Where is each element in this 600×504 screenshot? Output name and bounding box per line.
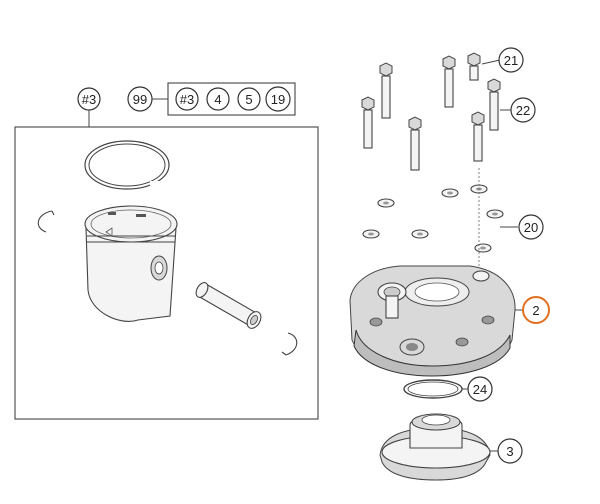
bolt-6[interactable]	[408, 116, 422, 171]
callout-24[interactable]: 24	[467, 376, 493, 402]
svg-text:4: 4	[214, 92, 221, 107]
piston-kit-frame	[14, 110, 319, 420]
kit-callout[interactable]: #3	[77, 87, 101, 111]
bolt-2[interactable]	[442, 55, 456, 108]
kit-group-callout[interactable]: 99	[127, 82, 296, 116]
callout-20[interactable]: 20	[518, 214, 544, 240]
kit-group-item-4[interactable]: 4	[206, 87, 230, 111]
svg-text:99: 99	[133, 92, 147, 107]
svg-text:24: 24	[473, 382, 487, 397]
bolt-4[interactable]	[487, 78, 501, 131]
piston-pin[interactable]	[194, 281, 264, 331]
bolt-3[interactable]	[467, 52, 481, 81]
o-ring[interactable]	[403, 379, 463, 399]
svg-text:20: 20	[524, 220, 538, 235]
washers[interactable]	[362, 168, 504, 270]
kit-group-item-5[interactable]: 5	[237, 87, 261, 111]
svg-text:22: 22	[516, 103, 530, 118]
svg-text:3: 3	[506, 444, 513, 459]
svg-text:21: 21	[504, 53, 518, 68]
circlip-right[interactable]	[281, 332, 298, 356]
callout-3[interactable]: 3	[497, 438, 523, 464]
piston[interactable]	[84, 205, 178, 322]
bolt-5[interactable]	[361, 96, 375, 149]
svg-text:#3: #3	[82, 92, 96, 107]
bolt-1[interactable]	[379, 62, 393, 119]
kit-group-item-19[interactable]: 19	[265, 86, 291, 112]
svg-text:2: 2	[532, 303, 539, 318]
callout-22[interactable]: 22	[510, 97, 536, 123]
callout-2[interactable]: 2	[522, 296, 550, 324]
bolt-7[interactable]	[471, 111, 485, 162]
circlip-left[interactable]	[37, 210, 55, 233]
svg-text:5: 5	[245, 92, 252, 107]
combustion-chamber-insert[interactable]	[379, 413, 491, 481]
cylinder-head[interactable]	[349, 265, 516, 377]
callout-21[interactable]: 21	[498, 47, 524, 73]
svg-text:#3: #3	[180, 92, 194, 107]
kit-group-item-3[interactable]: #3	[175, 87, 199, 111]
svg-text:19: 19	[271, 92, 285, 107]
piston-ring[interactable]	[84, 140, 170, 190]
